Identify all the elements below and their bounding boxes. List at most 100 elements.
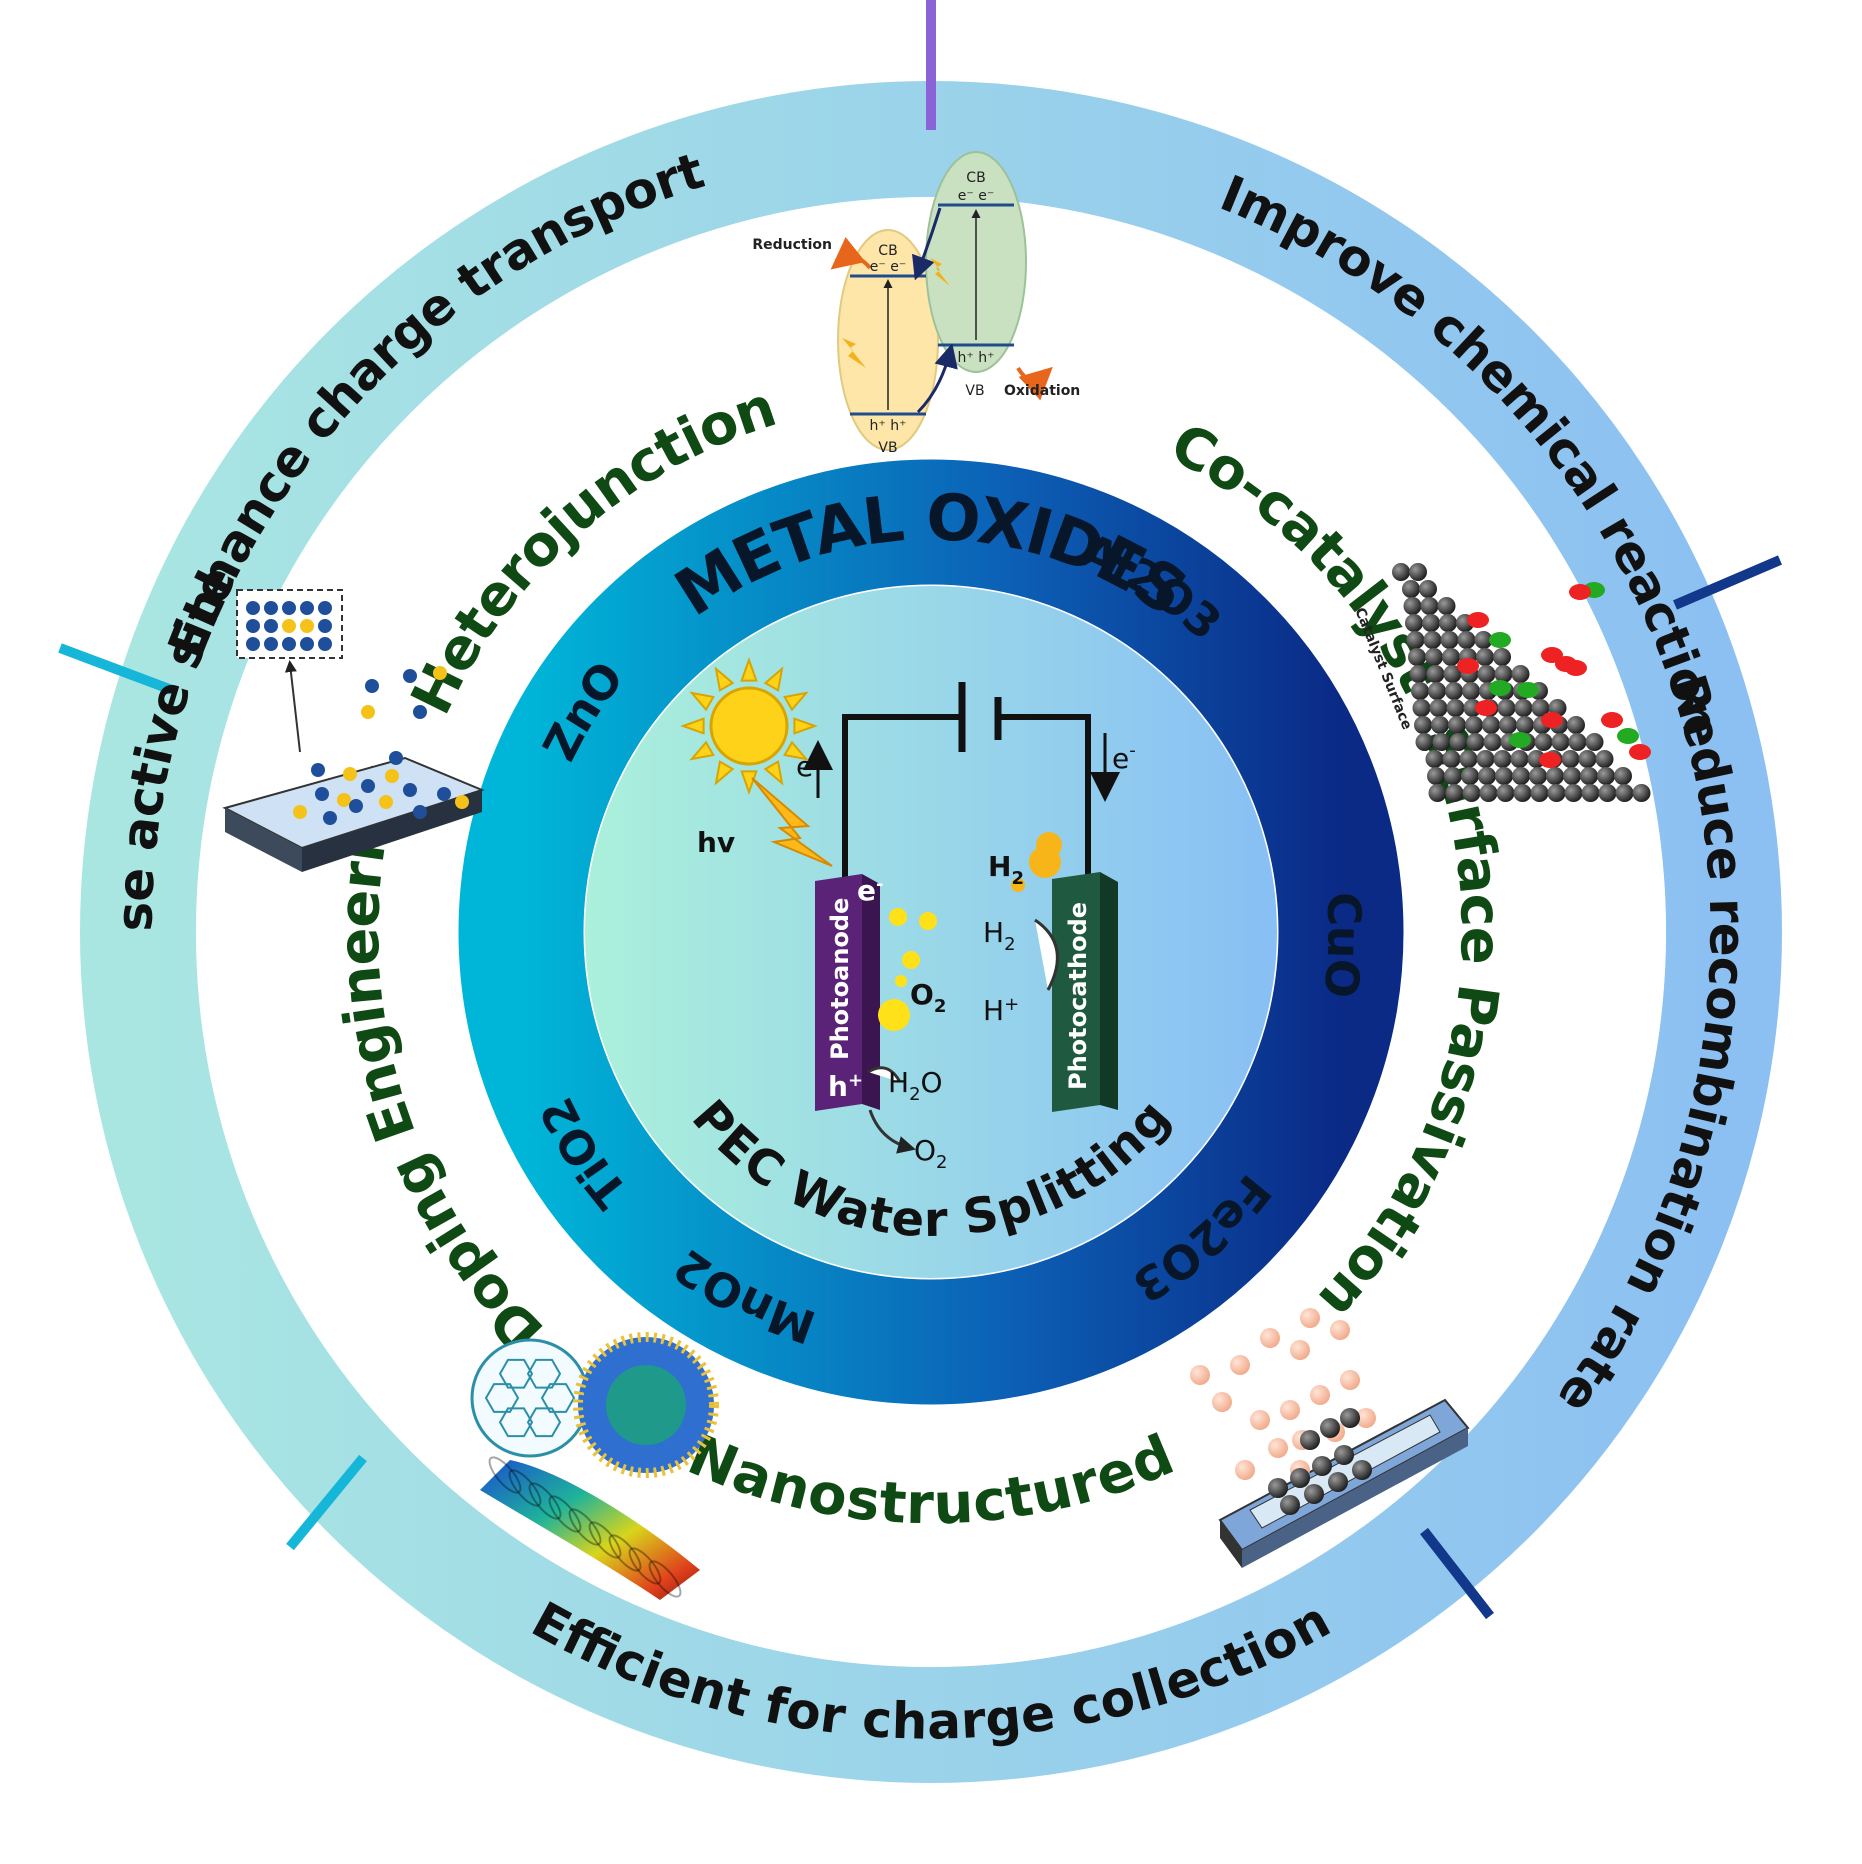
dopant-atom	[361, 705, 375, 719]
catalyst-atom	[1459, 750, 1478, 768]
fullerene-hexagon	[526, 1358, 562, 1389]
passivation-precursor	[1212, 1392, 1232, 1412]
photocathode-label: Photocathode	[1064, 902, 1092, 1090]
catalyst-atom	[1479, 784, 1498, 802]
doping-substrate-front	[302, 790, 482, 872]
passivation-layer-atom	[1312, 1456, 1332, 1476]
adsorbate-molecule	[1629, 744, 1651, 760]
catalyst-atom	[1580, 767, 1598, 785]
catalyst-atom	[1595, 750, 1614, 768]
electron-label-right: e-	[1112, 740, 1136, 775]
catalyst-atom	[1563, 767, 1581, 785]
passivation-layer-atom	[1352, 1460, 1372, 1480]
doping-illustration	[222, 589, 485, 872]
catalyst-atom	[1632, 784, 1651, 802]
adsorbate-molecule	[1539, 752, 1561, 768]
nanotube-ring	[588, 1521, 622, 1559]
passivation-layer-atom	[1280, 1495, 1300, 1515]
h-plus-curve-arrow	[1034, 918, 1059, 991]
holes-left-label: h⁺ h⁺	[870, 418, 907, 434]
catalyst-atom	[1445, 784, 1464, 802]
catalyst-atom	[1462, 682, 1480, 700]
doping-zoom-arrow	[284, 660, 301, 753]
adsorbate-molecule	[1457, 658, 1479, 674]
metal-oxide-ring	[458, 459, 1404, 1405]
catalyst-atom	[1499, 716, 1517, 734]
catalyst-atom	[1425, 750, 1444, 768]
passivation-front	[1242, 1428, 1468, 1568]
h2o-curve-arrow	[867, 1066, 902, 1083]
photoanode-side	[862, 874, 880, 1110]
catalyst-atom	[1551, 733, 1570, 751]
catalyst-atom	[1513, 784, 1532, 802]
catalyst-atom	[1411, 682, 1429, 700]
catalyst-atom	[1478, 767, 1496, 785]
zoom-atom	[246, 601, 260, 615]
catalyst-atom	[1442, 648, 1460, 666]
sun-ray	[740, 657, 758, 682]
h-plus-label: H+	[983, 994, 1019, 1027]
adsorbate-molecule	[1601, 712, 1623, 728]
o2-bubble-small-2	[919, 912, 937, 930]
dopant-atom	[315, 787, 329, 801]
o2-bubble-large	[878, 999, 910, 1031]
passivation-side	[1220, 1520, 1242, 1568]
reduction-label: Reduction	[752, 237, 832, 253]
doping-zoom-lattice	[246, 601, 332, 651]
nanotube-ring	[648, 1560, 682, 1598]
catalyst-atom	[1530, 784, 1549, 802]
dopant-atom	[389, 751, 403, 765]
catalyst-atom	[1422, 614, 1440, 632]
catalyst-atom	[1494, 665, 1513, 683]
catalyst-atom	[1423, 631, 1442, 649]
doping-atoms	[293, 666, 469, 825]
sun-ray	[714, 666, 735, 692]
hole-label: h+	[828, 1070, 863, 1103]
catalyst-atom	[1445, 682, 1463, 700]
zoom-atom	[264, 601, 278, 615]
adsorbate-molecule	[1569, 584, 1591, 600]
nanotube-ring	[608, 1534, 642, 1572]
sun-ray	[783, 740, 809, 761]
photoanode-label: Photoanode	[826, 898, 854, 1060]
zoom-atom	[300, 601, 314, 615]
zoom-atom	[246, 637, 260, 651]
dopant-atom	[455, 795, 469, 809]
fullerene	[470, 1338, 590, 1458]
pec-disc	[585, 586, 1277, 1278]
o2-bubble-small-4	[895, 975, 907, 987]
catalyst-atom	[1495, 767, 1513, 785]
divider-right	[1673, 555, 1782, 610]
nanotube-ring	[528, 1482, 562, 1520]
zoom-atom	[300, 637, 314, 651]
o2-bubble-small-1	[889, 908, 907, 926]
dopant-atom	[293, 805, 307, 819]
catalyst-atom	[1419, 580, 1437, 598]
adsorbate-molecule	[1489, 680, 1511, 696]
catalyst-atom	[1483, 733, 1502, 751]
light-bolt-left	[842, 338, 866, 368]
passivation-precursor	[1250, 1410, 1270, 1430]
passivation-precursor	[1280, 1400, 1300, 1420]
catalyst-atom	[1597, 767, 1615, 785]
sun-ray	[740, 770, 758, 795]
nanotube-ring	[508, 1469, 542, 1507]
nanotube-ring	[568, 1508, 602, 1546]
h2-arrow-label: H2	[983, 916, 1016, 955]
catalyst-atom	[1476, 648, 1494, 666]
lightning-bolt-icon	[751, 777, 833, 867]
catalyst-atom	[1405, 614, 1423, 632]
fullerene-mesh	[484, 1358, 576, 1438]
adsorbate-molecule	[1509, 732, 1531, 748]
catalyst-atom	[1465, 716, 1483, 734]
catalyst-atom	[1437, 597, 1456, 615]
catalyst-atom	[1442, 750, 1461, 768]
passivation-precursor	[1290, 1340, 1310, 1360]
passivation-layer-atom	[1340, 1408, 1360, 1428]
vb-left-label: VB	[878, 440, 897, 456]
pec-cell: e- e- hv Photoanode e- h+ Photocathode O…	[680, 657, 1136, 1173]
catalyst-atom	[1561, 750, 1580, 768]
passivation-precursor	[1268, 1438, 1288, 1458]
catalyst-atom	[1429, 699, 1448, 717]
